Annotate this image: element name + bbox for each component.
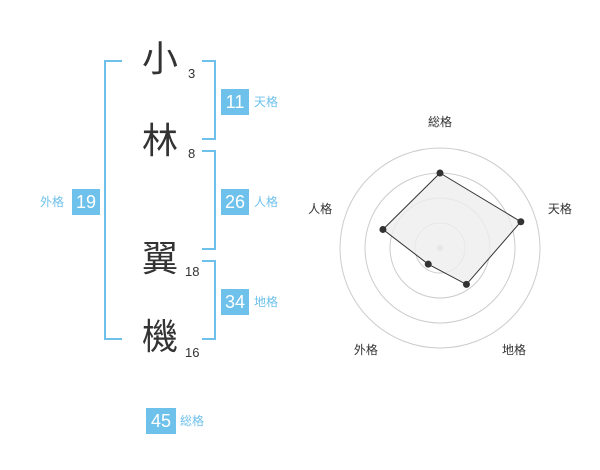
radar-polygon (382, 172, 522, 286)
radar-axis-label-3: 地格 (502, 342, 526, 357)
stroke-count-3: 18 (185, 264, 200, 279)
jinkaku-value: 26 (221, 189, 249, 215)
radar-axis-label-5: 人格 (308, 201, 332, 216)
radar-point-2 (517, 218, 525, 226)
radar-ring-4 (339, 147, 541, 349)
radar-point-4 (424, 260, 432, 268)
name-char-1: 小 (141, 39, 178, 80)
tenkaku-bracket (202, 60, 216, 140)
radar-axis-label-4: 外格 (354, 342, 378, 357)
tenkaku-value: 11 (221, 89, 249, 115)
name-char-2: 林 (141, 121, 178, 162)
name-char-3: 翼 (141, 239, 178, 280)
stroke-count-2: 8 (188, 146, 196, 161)
radar-axis-label-1: 総格 (428, 114, 452, 129)
radar-axis-label-2: 天格 (548, 201, 572, 216)
gaikaku-value: 19 (72, 189, 100, 215)
jinkaku-bracket (202, 150, 216, 250)
stroke-count-1: 3 (188, 66, 196, 81)
name-char-4: 機 (141, 317, 178, 358)
chikaku-value: 34 (221, 289, 249, 315)
gaikaku-label: 外格 (40, 195, 65, 209)
chikaku-label: 地格 (254, 295, 279, 309)
soukaku-label: 総格 (180, 414, 205, 428)
gaikaku-bracket (104, 60, 122, 340)
tenkaku-label: 天格 (254, 95, 279, 109)
stroke-count-4: 16 (185, 345, 200, 360)
soukaku-value: 45 (146, 408, 176, 434)
jinkaku-label: 人格 (254, 195, 279, 209)
radar-point-3 (462, 280, 470, 288)
radar-point-5 (379, 225, 387, 233)
radar-point-1 (436, 169, 444, 177)
chikaku-bracket (202, 260, 216, 340)
